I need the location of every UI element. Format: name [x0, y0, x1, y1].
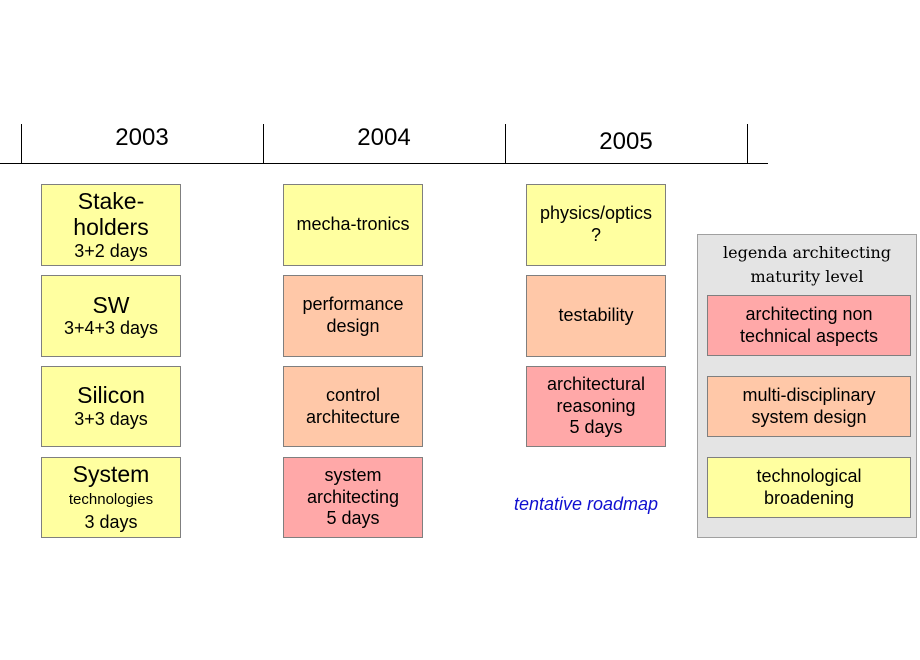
legend-item-technological: technological broadening [707, 457, 911, 518]
timeline-tick-2005 [505, 124, 506, 164]
course-reasoning-label: architectural reasoning 5 days [546, 374, 646, 438]
legend-panel: legenda architecting maturity level arch… [697, 234, 917, 538]
legend-title: legenda architecting maturity level [723, 243, 891, 286]
course-sw: SW 3+4+3 days [41, 275, 181, 357]
course-mechatronics: mecha-tronics [283, 184, 423, 266]
course-physics-label: physics/optics ? [539, 203, 653, 245]
course-system-days: 3 days [84, 511, 138, 532]
course-silicon-title: Silicon [77, 382, 145, 409]
tentative-roadmap-note: tentative roadmap [513, 494, 659, 514]
course-sysarch-label: system architecting 5 days [306, 465, 400, 529]
timeline-tick-end [747, 124, 748, 164]
course-control-label: control architecture [305, 384, 401, 427]
course-sw-title: SW [92, 291, 130, 318]
timeline-axis [0, 163, 768, 164]
course-system-architecting: system architecting 5 days [283, 457, 423, 538]
course-system-technologies: System technologies 3 days [41, 457, 181, 538]
timeline-tick-2004 [263, 124, 264, 164]
year-2003-label: 2003 [115, 124, 169, 151]
course-sw-days: 3+4+3 days [63, 318, 159, 339]
course-stakeholders-days: 3+2 days [74, 240, 148, 261]
course-silicon-days: 3+3 days [74, 408, 148, 429]
course-mechatronics-label: mecha-tronics [296, 214, 410, 235]
course-performance-design: performance design [283, 275, 423, 357]
legend-item-multidisciplinary: multi-disciplinary system design [707, 376, 911, 437]
timeline-tick-2003 [21, 124, 22, 164]
course-system-subtitle: technologies [68, 490, 154, 508]
course-architectural-reasoning: architectural reasoning 5 days [526, 366, 666, 447]
legend-item-multidisciplinary-label: multi-disciplinary system design [742, 384, 876, 427]
year-2004-label: 2004 [357, 124, 411, 151]
course-control-architecture: control architecture [283, 366, 423, 447]
legend-item-non-technical-label: architecting non technical aspects [739, 303, 879, 346]
legend-item-technological-label: technological broadening [756, 465, 862, 508]
course-stakeholders: Stake- holders 3+2 days [41, 184, 181, 266]
legend-item-non-technical: architecting non technical aspects [707, 295, 911, 356]
course-testability-label: testability [558, 305, 634, 326]
course-silicon: Silicon 3+3 days [41, 366, 181, 447]
course-system-title: System [72, 461, 150, 488]
course-physics-optics: physics/optics ? [526, 184, 666, 266]
course-performance-label: performance design [302, 294, 404, 336]
course-testability: testability [526, 275, 666, 357]
year-2005-label: 2005 [599, 128, 653, 155]
course-stakeholders-title: Stake- holders [73, 187, 149, 241]
